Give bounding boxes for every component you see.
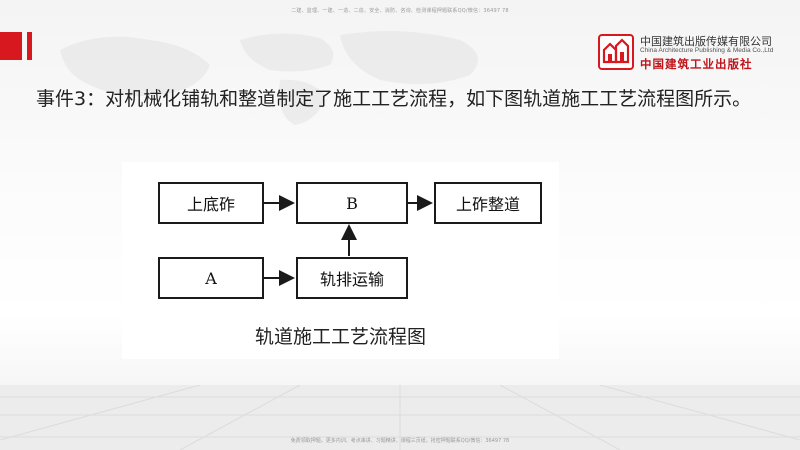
box-top-right: 上砟整道 (434, 182, 542, 224)
event-description: 事件3：对机械化铺轨和整道制定了施工工艺流程，如下图轨道施工工艺流程图所示。 (36, 88, 752, 110)
bottom-watermark: 免费领取押题，更多内训、考点串讲、习题精讲、课程三页纸，抢密押题联系QQ/微信：… (290, 438, 510, 444)
box-label: 轨排运输 (319, 270, 384, 289)
publisher-name-calligraphy: 中国建筑工业出版社 (640, 57, 753, 71)
box-bottom-middle: 轨排运输 (296, 257, 408, 299)
box-label: B (346, 193, 358, 213)
publisher-logo-icon (598, 34, 634, 70)
box-label: A (205, 268, 217, 288)
world-map-background (60, 31, 478, 125)
box-top-left: 上底砟 (158, 182, 264, 224)
publisher-name-cn: 中国建筑出版传媒有限公司 (640, 35, 772, 48)
top-watermark: 二建、监理、一建、一造、二造、安全、消防、咨询、检测课程押题联系QQ/微信：36… (291, 8, 509, 14)
diagram-caption: 轨道施工工艺流程图 (254, 326, 426, 348)
box-top-middle: B (296, 182, 408, 224)
box-label: 上底砟 (186, 195, 235, 214)
box-label: 上砟整道 (455, 195, 520, 214)
floor-grid-background (0, 385, 800, 450)
accent-bar-thin (27, 32, 32, 60)
flow-arrows (263, 195, 433, 286)
box-bottom-left: A (158, 257, 264, 299)
flowchart: 上底砟 B 上砟整道 A 轨排运输 轨道施工工艺流程图 (122, 162, 559, 359)
publisher-name-en: China Architecture Publishing & Media Co… (640, 47, 774, 54)
accent-bar (0, 32, 22, 60)
